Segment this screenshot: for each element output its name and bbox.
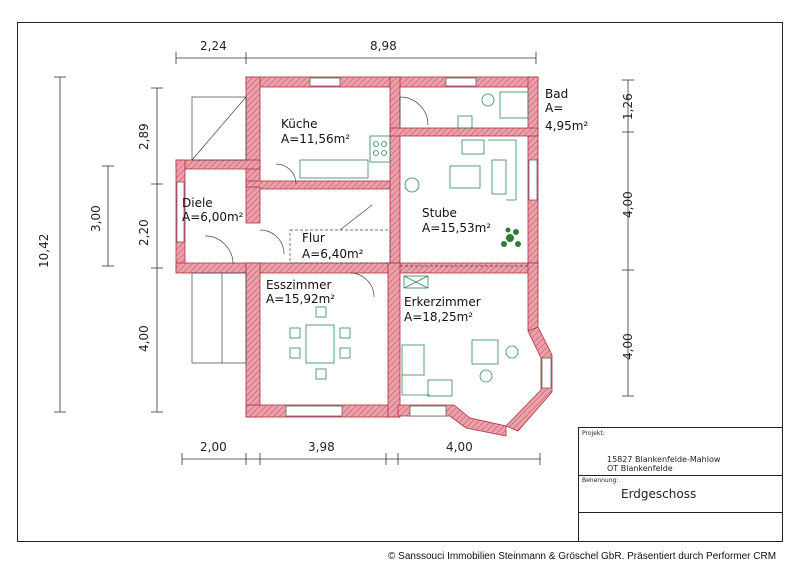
- benennung-label: Benennung:: [582, 477, 619, 484]
- dim-left-lower: 4,00: [137, 325, 151, 352]
- room-esszimmer-name: Esszimmer: [266, 278, 331, 292]
- room-diele-area: A=6,00m²: [182, 210, 244, 224]
- room-stube-area: A=15,53m²: [422, 221, 491, 235]
- windows: [176, 77, 552, 417]
- dim-top-left: 2,24: [200, 39, 227, 53]
- dim-top-main: 8,98: [370, 39, 397, 53]
- room-kueche-area: A=11,56m²: [281, 132, 350, 146]
- room-stube-name: Stube: [422, 206, 457, 220]
- drawing-frame: [17, 22, 783, 542]
- dim-right-upper: 1,26: [621, 93, 635, 120]
- dim-right-middle: 4,00: [621, 191, 635, 218]
- room-kueche-name: Küche: [281, 117, 317, 131]
- dim-left-middle: 2,20: [137, 219, 151, 246]
- room-flur-area: A=6,40m²: [302, 247, 364, 261]
- room-erkerzimmer-name: Erkerzimmer: [404, 295, 481, 309]
- dimension-lines: [54, 52, 634, 465]
- dim-bottom-3: 4,00: [446, 440, 473, 454]
- room-bad-area: 4,95m²: [545, 119, 588, 133]
- dim-bottom-1: 2,00: [200, 440, 227, 454]
- room-esszimmer-area: A=15,92m²: [266, 292, 335, 306]
- dim-left-upper: 2,89: [137, 123, 151, 150]
- furniture: [289, 91, 529, 397]
- copyright-text: © Sanssouci Immobilien Steinmann & Grösc…: [388, 551, 777, 562]
- projekt-line-2: OT Blankenfelde: [607, 464, 673, 473]
- plan-lines: [191, 96, 528, 364]
- dim-bottom-2: 3,98: [308, 440, 335, 454]
- projekt-label: Projekt:: [582, 430, 605, 437]
- title-block: Projekt: 15827 Blankenfelde-Mahlow OT Bl…: [578, 427, 783, 542]
- benennung-value: Erdgeschoss: [621, 487, 697, 501]
- room-flur-name: Flur: [302, 231, 325, 245]
- title-block-name: Benennung: Erdgeschoss: [579, 475, 782, 513]
- projekt-line-1: 15827 Blankenfelde-Mahlow: [607, 455, 721, 464]
- room-diele-name: Diele: [182, 196, 213, 210]
- dim-right-lower: 4,00: [621, 333, 635, 360]
- dim-left-total: 10,42: [37, 234, 51, 268]
- room-bad-name: Bad: [545, 87, 568, 101]
- room-bad-area-label: A=: [545, 101, 563, 115]
- plant-icon: [501, 227, 521, 247]
- dim-diele-height: 3,00: [89, 205, 103, 232]
- title-block-project: Projekt: 15827 Blankenfelde-Mahlow OT Bl…: [579, 428, 782, 476]
- room-erkerzimmer-area: A=18,25m²: [404, 310, 473, 324]
